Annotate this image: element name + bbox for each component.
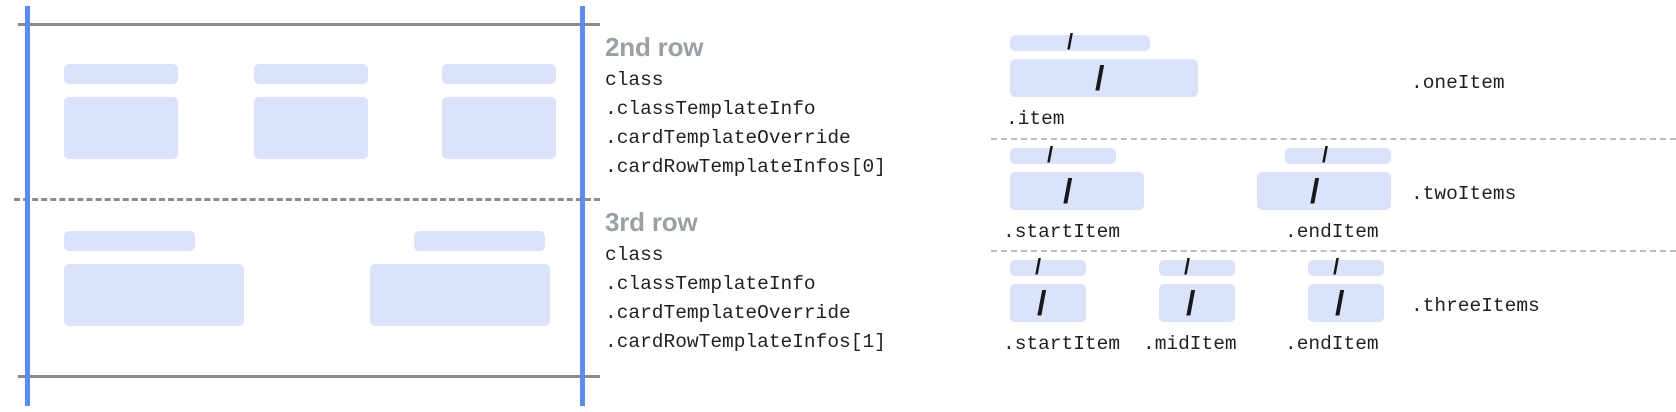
card-row-placeholder-diagram (0, 0, 600, 412)
two-items-variant-label: .twoItems (1411, 183, 1517, 205)
third-row-code-line-3: .cardTemplateOverride (605, 302, 851, 324)
card-top-border (18, 23, 600, 26)
three-items-end-value-placeholder (1308, 284, 1384, 322)
one-item-label-placeholder (1010, 35, 1150, 51)
one-item-variant-label: .oneItem (1411, 72, 1505, 94)
row3-cell1-label-placeholder (64, 231, 195, 251)
card-row-separator (14, 198, 600, 201)
third-row-code-line-4: .cardRowTemplateInfos[1] (605, 331, 886, 353)
second-row-code-line-3: .cardTemplateOverride (605, 127, 851, 149)
second-row-title: 2nd row (605, 32, 704, 62)
two-items-start-value-placeholder (1010, 172, 1144, 210)
three-items-start-value-placeholder (1010, 284, 1086, 322)
two-items-start-label-placeholder (1010, 148, 1116, 164)
two-items-end-caption: .endItem (1285, 221, 1379, 243)
three-items-mid-caption: .midItem (1143, 333, 1237, 355)
three-items-mid-value-placeholder (1159, 284, 1235, 322)
one-two-items-separator (991, 138, 1676, 140)
three-items-start-caption: .startItem (1003, 333, 1121, 355)
third-row-code-line-2: .classTemplateInfo (605, 273, 816, 295)
two-items-end-value-placeholder (1257, 172, 1391, 210)
row3-cell2-value-placeholder (370, 264, 550, 326)
row2-cell2-value-placeholder (254, 97, 368, 159)
second-row-description: 2nd row class .classTemplateInfo .cardTe… (605, 32, 886, 182)
three-items-start-label-placeholder (1010, 260, 1086, 276)
one-item-caption: .item (1006, 108, 1065, 130)
two-items-end-label-placeholder (1285, 148, 1391, 164)
row2-cell3-value-placeholder (442, 97, 556, 159)
row2-cell1-label-placeholder (64, 64, 178, 84)
two-three-items-separator (991, 250, 1676, 252)
three-items-end-caption: .endItem (1285, 333, 1379, 355)
second-row-code-line-1: class (605, 69, 664, 91)
three-items-variant-label: .threeItems (1411, 295, 1540, 317)
one-item-value-placeholder (1010, 59, 1198, 97)
three-items-mid-label-placeholder (1159, 260, 1235, 276)
three-items-end-label-placeholder (1308, 260, 1384, 276)
two-items-start-caption: .startItem (1003, 221, 1121, 243)
item-layout-variants-diagram: / / .item .oneItem / / .startItem / / .e… (975, 0, 1676, 412)
third-row-description: 3rd row class .classTemplateInfo .cardTe… (605, 207, 886, 357)
card-bottom-border (18, 375, 600, 378)
row2-cell1-value-placeholder (64, 97, 178, 159)
card-left-guide (25, 6, 30, 406)
row2-cell2-label-placeholder (254, 64, 368, 84)
third-row-title: 3rd row (605, 207, 698, 237)
second-row-code-line-2: .classTemplateInfo (605, 98, 816, 120)
second-row-code-line-4: .cardRowTemplateInfos[0] (605, 156, 886, 178)
row3-cell1-value-placeholder (64, 264, 244, 326)
row2-cell3-label-placeholder (442, 64, 556, 84)
card-right-guide (580, 6, 585, 406)
third-row-code-line-1: class (605, 244, 664, 266)
row3-cell2-label-placeholder (414, 231, 545, 251)
